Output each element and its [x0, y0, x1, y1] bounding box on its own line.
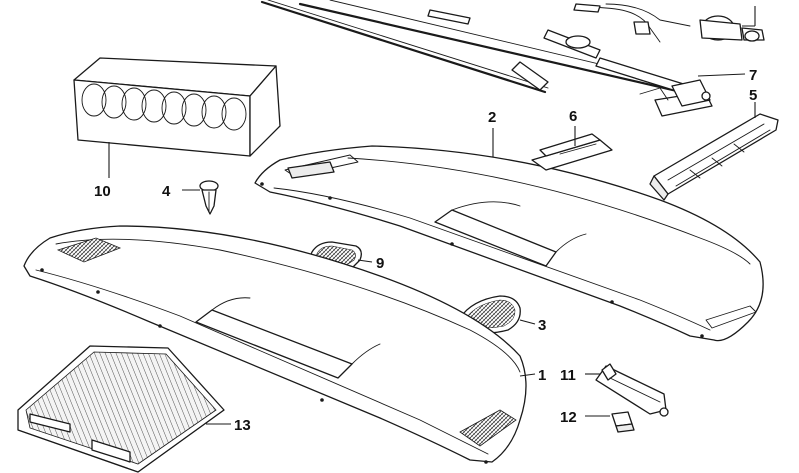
- ribbed-panel: [17, 345, 225, 473]
- callout-9: 9: [376, 255, 384, 272]
- blind-motor: [573, 3, 765, 43]
- callout-12: 12: [560, 409, 577, 426]
- clip: [611, 411, 635, 433]
- roller-blind-mechanism: [260, 0, 713, 117]
- callout-1: 1: [538, 367, 546, 384]
- rear-shelf-upper: [254, 145, 764, 342]
- expanding-rivet: [199, 180, 219, 215]
- rear-shelf-lower: [23, 225, 527, 464]
- callout-5: 5: [749, 87, 757, 104]
- callout-numbers: 1 2 3 4 5 6 7 9 10 11 12 13: [94, 67, 757, 434]
- callout-7: 7: [749, 67, 757, 84]
- callout-13: 13: [234, 417, 251, 434]
- storage-box: [73, 57, 281, 157]
- callout-3: 3: [538, 317, 546, 334]
- callout-2: 2: [488, 109, 496, 126]
- callout-11: 11: [560, 367, 576, 384]
- callout-10: 10: [94, 183, 111, 200]
- latch: [595, 363, 669, 417]
- leader-lines: [108, 6, 756, 425]
- callout-6: 6: [569, 108, 577, 125]
- callout-4: 4: [162, 183, 171, 200]
- side-trim: [649, 113, 779, 201]
- bracket: [531, 133, 613, 171]
